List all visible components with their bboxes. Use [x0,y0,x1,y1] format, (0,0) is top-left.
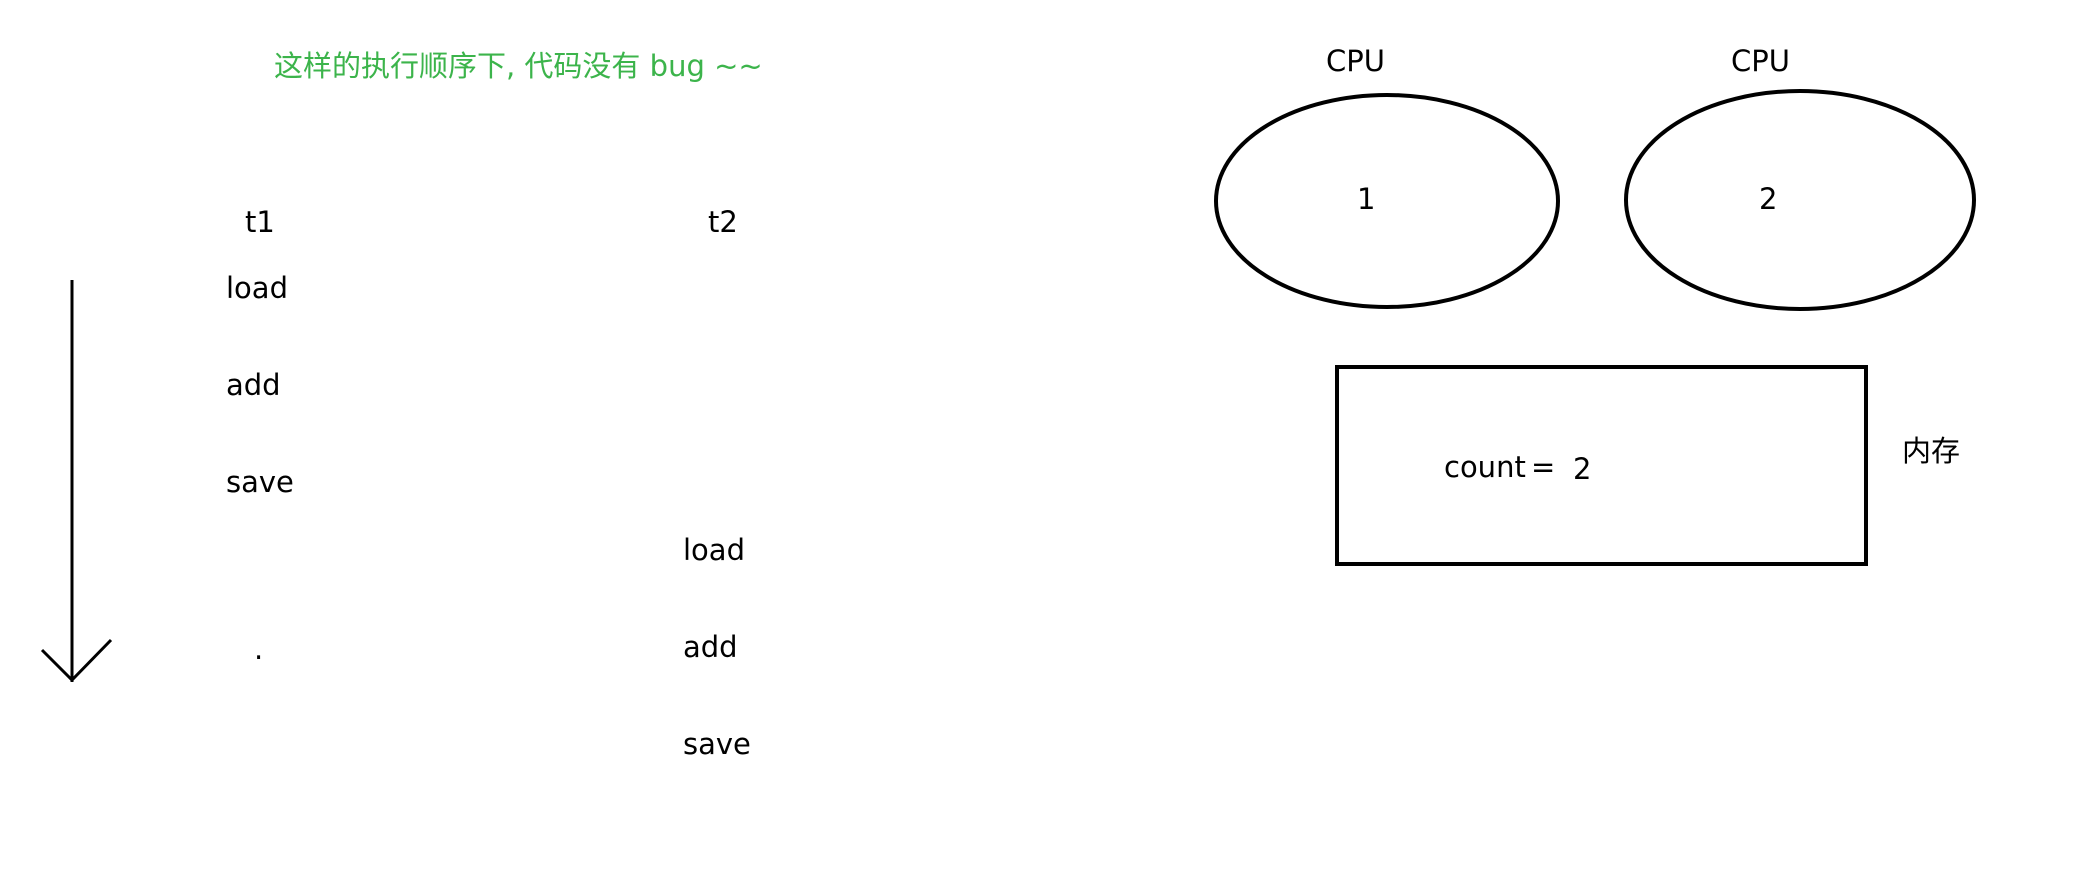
cpu-2-id: 2 [1759,182,1778,216]
memory-box [1335,365,1868,566]
memory-equals: = [1531,450,1556,484]
t2-op-add: add [683,630,738,664]
t1-op-load: load [226,271,288,305]
thread-t1-label: t1 [245,205,275,239]
memory-value: 2 [1573,452,1592,486]
t1-dot-mark: . [254,632,264,666]
note-text: 这样的执行顺序下, 代码没有 bug ~~ [274,49,763,83]
cpu-1-ellipse [1214,93,1560,309]
time-arrow-head [40,638,113,683]
cpu-2-label: CPU [1731,44,1790,78]
cpu-1-label: CPU [1326,44,1385,78]
t1-op-save: save [226,465,294,499]
memory-label: 内存 [1902,434,1961,468]
t2-op-load: load [683,533,745,567]
t1-op-add: add [226,368,281,402]
memory-var-name: count [1444,450,1526,484]
cpu-2-ellipse [1624,89,1976,311]
cpu-1-id: 1 [1357,182,1376,216]
thread-t2-label: t2 [708,205,738,239]
t2-op-save: save [683,727,751,761]
